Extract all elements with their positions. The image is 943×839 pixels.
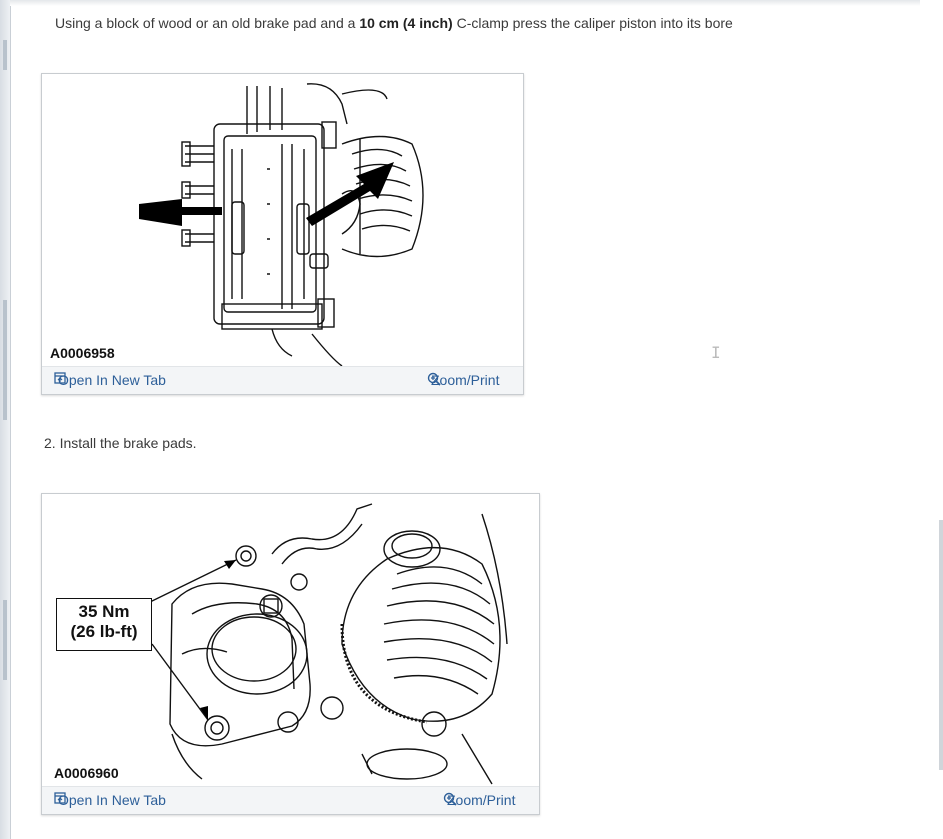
header-shadow bbox=[10, 0, 920, 6]
zoom-print-link[interactable]: Zoom/Print bbox=[427, 372, 499, 388]
figure-toolbar: Open In New Tab Zoom/Print bbox=[42, 786, 539, 814]
open-in-new-tab-link[interactable]: Open In New Tab bbox=[54, 792, 166, 808]
left-panel-edge bbox=[0, 0, 11, 839]
open-in-new-tab-link[interactable]: Open In New Tab bbox=[54, 372, 166, 388]
zoom-print-label: Zoom/Print bbox=[431, 372, 500, 388]
figure-brake-pads: 35 Nm (26 lb-ft) A0006960 Open In New Ta… bbox=[41, 493, 540, 815]
edge-mark bbox=[3, 40, 7, 70]
figure-toolbar: Open In New Tab Zoom/Print bbox=[42, 366, 523, 394]
scrollbar[interactable] bbox=[939, 520, 943, 770]
edge-mark bbox=[3, 600, 7, 680]
text-cursor: I bbox=[711, 343, 721, 362]
torque-lbft: (26 lb-ft) bbox=[70, 622, 138, 641]
arrow-right bbox=[306, 162, 394, 226]
figure-id: A0006960 bbox=[54, 765, 119, 781]
open-in-new-tab-label: Open In New Tab bbox=[58, 372, 166, 388]
figure-id: A0006958 bbox=[50, 345, 115, 361]
brake-pad-illustration bbox=[149, 503, 508, 785]
torque-nm: 35 Nm bbox=[78, 602, 130, 621]
torque-callout: 35 Nm (26 lb-ft) bbox=[56, 598, 152, 651]
step-2-text: 2. Install the brake pads. bbox=[44, 435, 197, 451]
edge-mark bbox=[3, 300, 7, 420]
step-1-text: Using a block of wood or an old brake pa… bbox=[55, 15, 733, 31]
figure-caliper-piston: A0006958 Open In New Tab Zoom/Print bbox=[41, 73, 524, 395]
zoom-print-link[interactable]: Zoom/Print bbox=[443, 792, 515, 808]
open-in-new-tab-label: Open In New Tab bbox=[58, 792, 166, 808]
zoom-print-label: Zoom/Print bbox=[447, 792, 516, 808]
caliper-illustration bbox=[139, 83, 424, 367]
arrow-left bbox=[139, 199, 222, 226]
